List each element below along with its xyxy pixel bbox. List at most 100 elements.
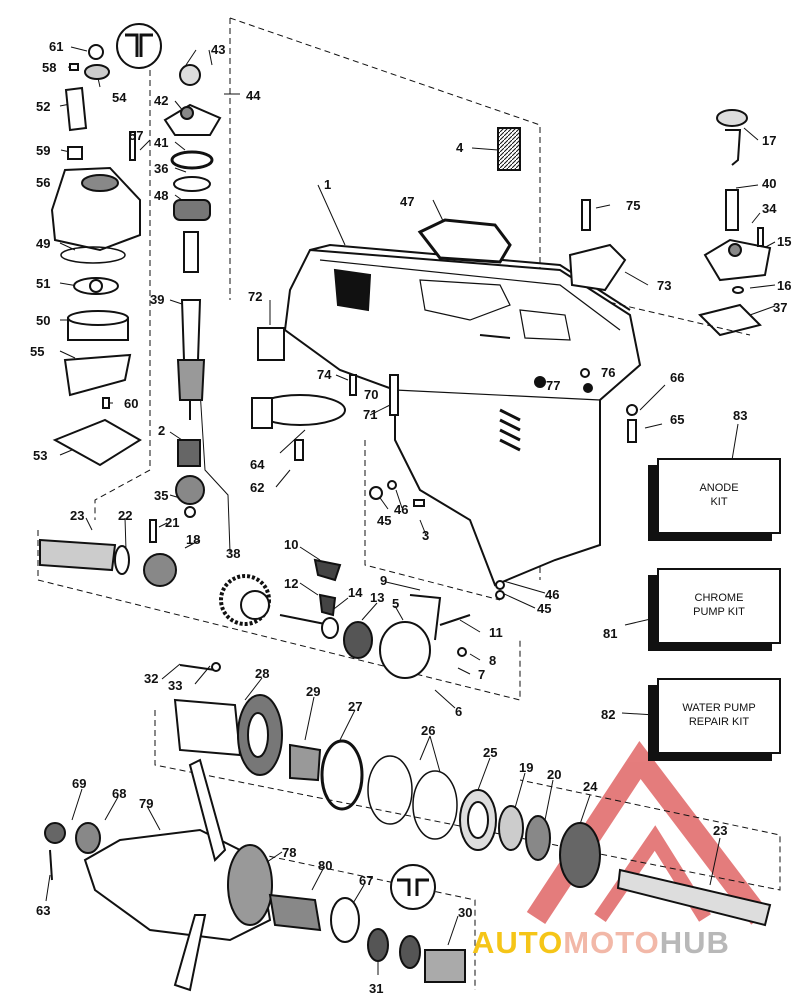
callout-79: 79 xyxy=(139,796,154,811)
callout-5: 5 xyxy=(392,596,400,611)
callout-31: 31 xyxy=(369,981,384,996)
callout-61: 61 xyxy=(49,39,64,54)
callout-52: 52 xyxy=(36,99,51,114)
callout-76: 76 xyxy=(601,365,616,380)
callout-68: 68 xyxy=(112,786,127,801)
callout-26: 26 xyxy=(421,723,436,738)
callout-38: 38 xyxy=(226,546,241,561)
callout-23-lower: 23 xyxy=(713,823,728,838)
callout-42: 42 xyxy=(154,93,169,108)
callout-41: 41 xyxy=(154,135,169,150)
callout-6: 6 xyxy=(455,704,463,719)
callout-66: 66 xyxy=(670,370,685,385)
callout-56: 56 xyxy=(36,175,51,190)
callout-21: 21 xyxy=(165,515,180,530)
callout-39: 39 xyxy=(150,292,165,307)
callout-45-upper: 45 xyxy=(377,513,392,528)
callout-11: 11 xyxy=(489,625,503,640)
callout-19: 19 xyxy=(519,760,534,775)
driveshaft-parts xyxy=(50,44,222,518)
callout-78: 78 xyxy=(282,845,297,860)
callout-49: 49 xyxy=(36,236,51,251)
watermark-part-auto: AUTO xyxy=(472,925,564,960)
callout-74: 74 xyxy=(317,367,332,382)
callout-51: 51 xyxy=(36,276,51,291)
callout-22: 22 xyxy=(118,508,133,523)
callout-30: 30 xyxy=(458,905,473,920)
water-pump-parts xyxy=(251,109,772,600)
callout-72: 72 xyxy=(248,289,263,304)
callout-73: 73 xyxy=(657,278,672,293)
anode-kit-box: ANODE KIT xyxy=(657,458,781,534)
callout-70: 70 xyxy=(364,387,379,402)
callout-80: 80 xyxy=(318,858,333,873)
callout-50: 50 xyxy=(36,313,51,328)
callout-65: 65 xyxy=(670,412,685,427)
callout-34: 34 xyxy=(762,201,777,216)
callout-2: 2 xyxy=(158,423,166,438)
callout-62: 62 xyxy=(250,480,265,495)
callout-69: 69 xyxy=(72,776,87,791)
gearcase-housing xyxy=(283,243,642,587)
watermark-part-moto: MOTO xyxy=(563,925,660,960)
callout-67: 67 xyxy=(359,873,374,888)
callout-60: 60 xyxy=(124,396,139,411)
callout-43: 43 xyxy=(211,42,226,57)
watermark-text: AUTOMOTOHUB xyxy=(472,925,730,961)
callout-16: 16 xyxy=(777,278,792,293)
chrome-pump-kit-box: CHROME PUMP KIT xyxy=(657,568,781,644)
callout-54: 54 xyxy=(112,90,127,105)
callout-55: 55 xyxy=(30,344,45,359)
callout-57: 57 xyxy=(129,128,144,143)
callout-46-upper: 46 xyxy=(394,502,409,517)
callout-47: 47 xyxy=(400,194,415,209)
callout-75: 75 xyxy=(626,198,641,213)
callout-36: 36 xyxy=(154,161,169,176)
callout-13: 13 xyxy=(370,590,385,605)
callout-10: 10 xyxy=(284,537,299,552)
callout-8: 8 xyxy=(489,653,497,668)
callout-23-upper: 23 xyxy=(70,508,85,523)
callout-58: 58 xyxy=(42,60,57,75)
callout-45-lower: 45 xyxy=(537,601,552,616)
callout-17: 17 xyxy=(762,133,777,148)
callout-7: 7 xyxy=(478,667,486,682)
callout-9: 9 xyxy=(380,573,388,588)
callout-33: 33 xyxy=(168,678,183,693)
callout-40: 40 xyxy=(762,176,777,191)
callout-4: 4 xyxy=(456,140,464,155)
callout-24: 24 xyxy=(583,779,598,794)
callout-63: 63 xyxy=(36,903,51,918)
callout-59: 59 xyxy=(36,143,51,158)
callout-77: 77 xyxy=(546,378,561,393)
callout-25: 25 xyxy=(483,745,498,760)
callout-46-lower: 46 xyxy=(545,587,560,602)
part-72-anode xyxy=(257,327,285,361)
callout-3: 3 xyxy=(422,528,430,543)
propeller-assembly xyxy=(44,758,466,992)
callout-53: 53 xyxy=(33,448,48,463)
water-pump-repair-kit-box: WATER PUMP REPAIR KIT xyxy=(657,678,781,754)
callout-14: 14 xyxy=(348,585,363,600)
callout-28: 28 xyxy=(255,666,270,681)
propshaft-parts-row1 xyxy=(39,519,471,679)
watermark-part-hub: HUB xyxy=(659,925,730,960)
callout-29: 29 xyxy=(306,684,321,699)
callout-83: 83 xyxy=(733,408,748,423)
callout-81: 81 xyxy=(603,626,618,641)
callout-32: 32 xyxy=(144,671,159,686)
part-73-bracket xyxy=(568,243,627,292)
callout-18: 18 xyxy=(186,532,201,547)
callout-64: 64 xyxy=(250,457,265,472)
part-4-block xyxy=(497,127,521,171)
callout-1: 1 xyxy=(324,177,332,192)
callout-37: 37 xyxy=(773,300,788,315)
callout-20: 20 xyxy=(547,767,562,782)
detail-callout-circles xyxy=(116,23,436,910)
callout-35: 35 xyxy=(154,488,169,503)
callout-48: 48 xyxy=(154,188,169,203)
callout-15: 15 xyxy=(777,234,792,249)
propshaft-parts-row2 xyxy=(173,662,772,927)
